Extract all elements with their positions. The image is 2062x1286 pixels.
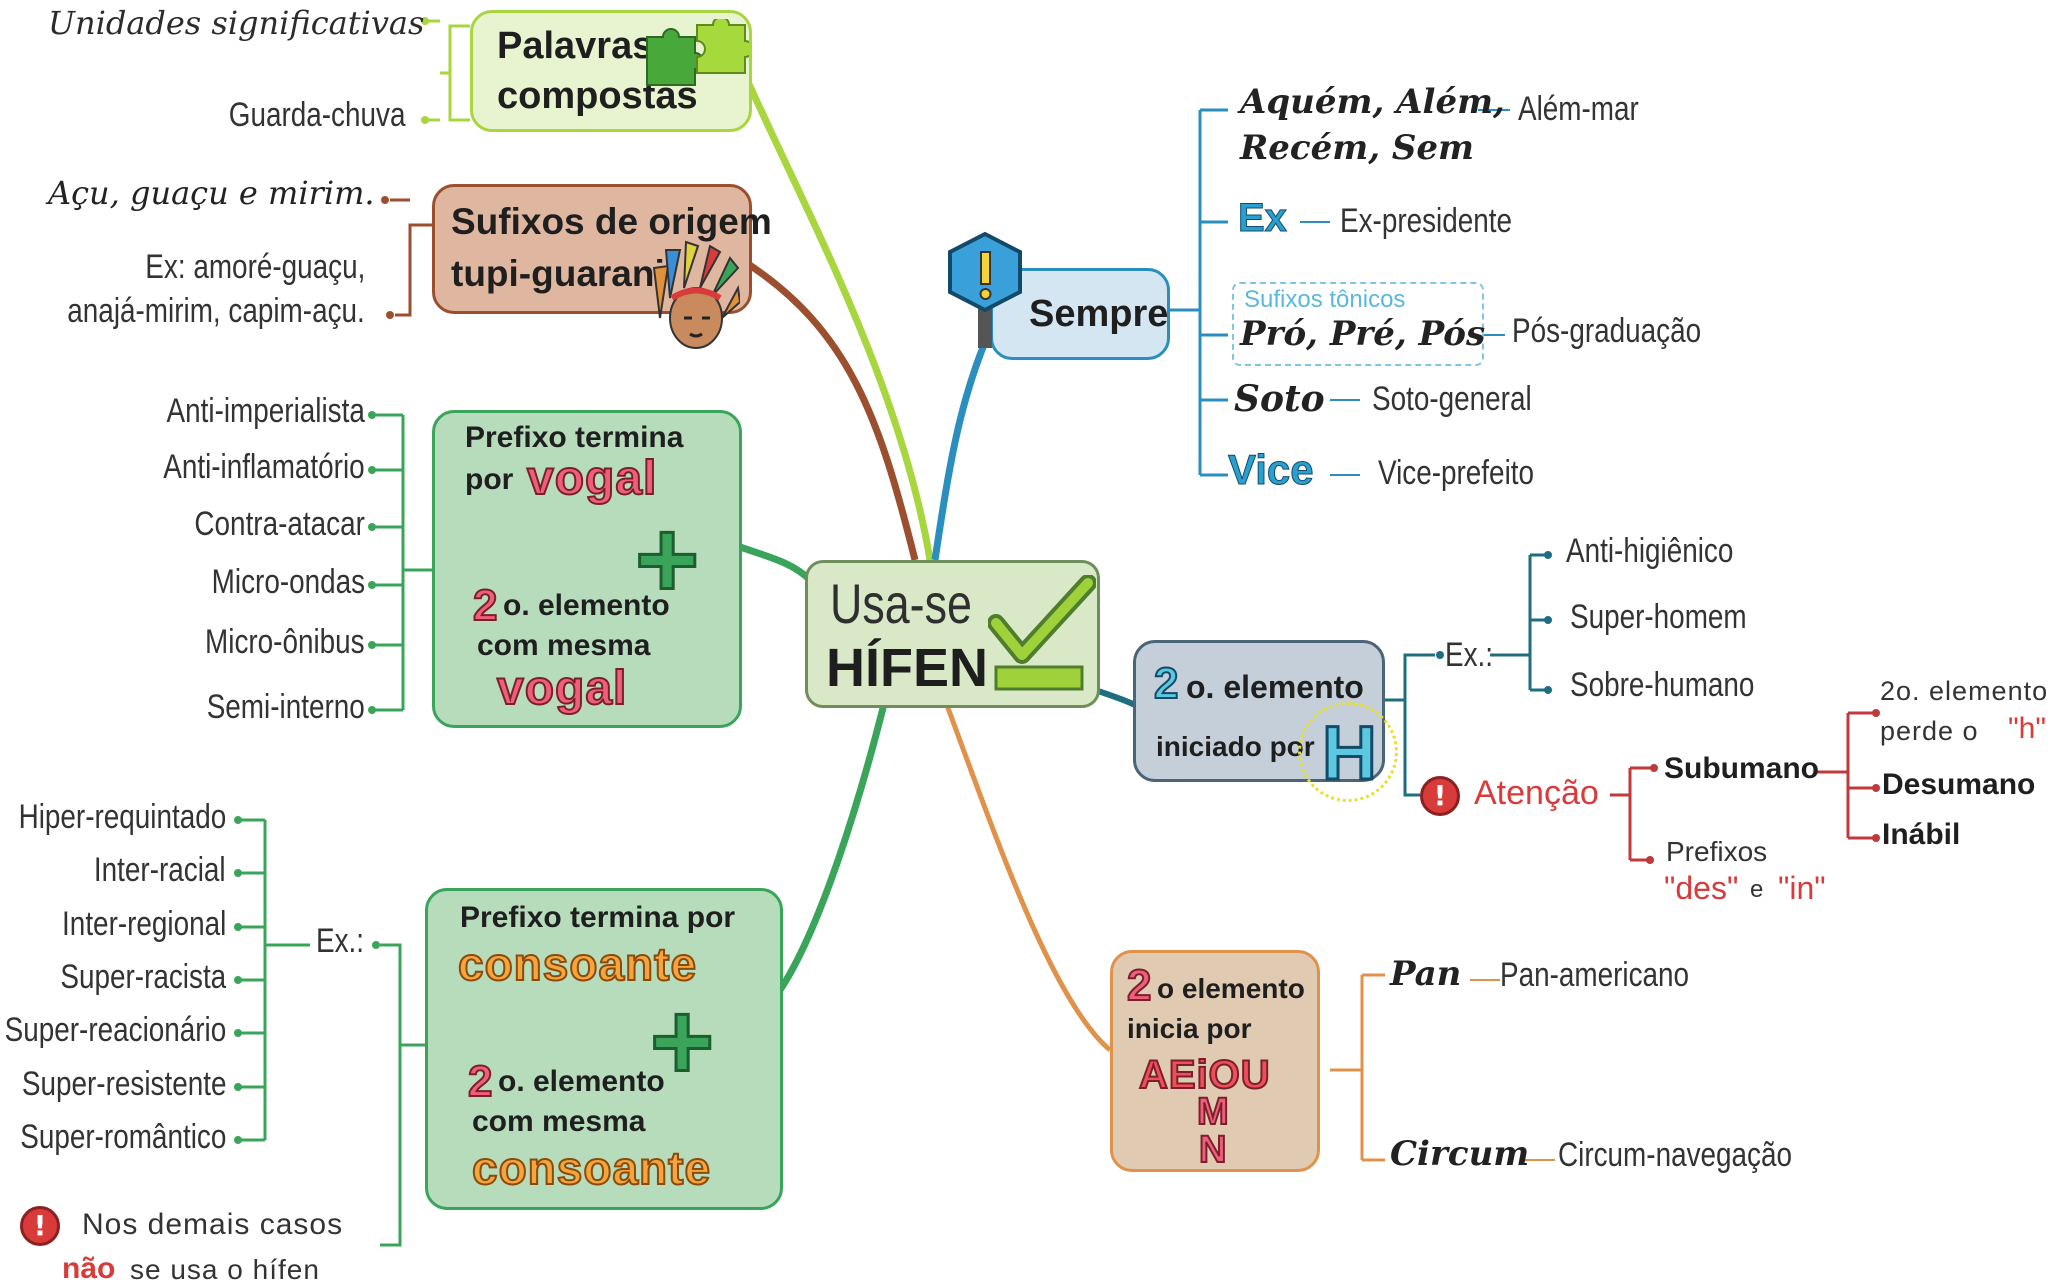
warning-icon-1: !	[20, 1206, 60, 1246]
h-att-h: "h"	[2008, 712, 2046, 745]
consoante-item-4: Super-racista	[60, 958, 226, 996]
vogal-big-2: vogal	[496, 661, 628, 716]
consoante-note-rest: se usa o hífen	[130, 1254, 320, 1285]
sempre-row4-prefix: Soto	[1234, 378, 1325, 420]
puzzle-icon	[646, 19, 749, 86]
consoante-num: 2	[467, 1056, 494, 1107]
h-num: 2	[1153, 658, 1180, 709]
sufixos-item-1: Açu, guaçu e mirim.	[48, 174, 375, 212]
h-prefix-in: "in"	[1778, 870, 1826, 906]
sufixos-title-line1: Sufixos de origem	[451, 201, 772, 242]
h-att-item-1: Subumano	[1664, 752, 1819, 785]
h-letter-icon: H	[1321, 710, 1379, 798]
sempre-row4-example: Soto-general	[1372, 380, 1532, 418]
indigenous-headdress-icon	[652, 240, 740, 349]
prefixo-vogal-node: Prefixo termina por vogal + 2 o. element…	[432, 410, 742, 728]
consoante-line3: o. elemento	[498, 1065, 665, 1098]
plus-icon-1: +	[633, 498, 700, 621]
sufixos-tonicos-box	[1232, 282, 1484, 366]
center-node: Usa-se HÍFEN	[805, 560, 1100, 708]
vogal-item-3: Contra-atacar	[194, 505, 365, 543]
sempre-row1-prefix2: Recém, Sem	[1240, 128, 1475, 168]
h-line1: o. elemento	[1186, 669, 1364, 705]
palavras-item-2: Guarda-chuva	[228, 96, 405, 134]
warning-icon-2: !	[1420, 776, 1460, 816]
aeiou-letter-n: N	[1198, 1128, 1227, 1172]
palavras-item-1: Unidades significativas	[48, 4, 425, 42]
vogal-big-1: vogal	[526, 451, 658, 506]
h-att-note-part1: 2o. elemento	[1880, 676, 2049, 706]
consoante-line4: com mesma	[472, 1105, 646, 1138]
aeiou-line1: o elemento	[1157, 973, 1305, 1004]
vogal-line4: com mesma	[477, 629, 651, 662]
vogal-line3: o. elemento	[503, 589, 670, 622]
consoante-note-strong: não	[62, 1252, 116, 1285]
checkbox-check-icon	[988, 575, 1096, 691]
h-att-item-3: Inábil	[1882, 818, 1961, 851]
aeiou-row1-example: Pan-americano	[1500, 956, 1690, 994]
palavras-title-line1: Palavras	[497, 25, 654, 67]
vogal-line2: por	[465, 463, 514, 496]
center-title-line2: HÍFEN	[826, 638, 988, 698]
sufixos-item-3: anajá-mirim, capim-açu.	[67, 292, 365, 330]
h-atencao: Atenção	[1474, 774, 1599, 812]
aeiou-letter-m: M	[1196, 1090, 1230, 1134]
h-att-item-2: Desumano	[1882, 768, 2036, 801]
consoante-ex-label: Ex.:	[316, 922, 365, 960]
h-att-note-part2: perde o	[1880, 716, 1979, 746]
sempre-row2-example: Ex-presidente	[1340, 202, 1513, 240]
h-prefix-e: e	[1750, 876, 1764, 903]
vogal-item-5: Micro-ônibus	[205, 623, 365, 661]
aeiou-row2-prefix: Circum	[1390, 1134, 1530, 1174]
consoante-item-1: Hiper-requintado	[18, 798, 226, 836]
consoante-item-5: Super-reacionário	[4, 1011, 226, 1049]
h-example-2: Super-homem	[1570, 598, 1747, 636]
center-title-line1: Usa-se	[830, 572, 972, 635]
vogal-line1: Prefixo termina	[465, 421, 684, 454]
h-example-1: Anti-higiênico	[1566, 532, 1734, 570]
prefixo-consoante-node: Prefixo termina por consoante + 2 o. ele…	[425, 888, 783, 1210]
h-line2: iniciado por	[1156, 731, 1315, 762]
aeiou-letters: AEiOU	[1138, 1052, 1271, 1098]
consoante-item-3: Inter-regional	[61, 905, 226, 943]
vogal-item-1: Anti-imperialista	[166, 392, 365, 430]
aeiou-line2: inicia por	[1127, 1013, 1252, 1044]
sempre-row3-example: Pós-graduação	[1512, 312, 1702, 350]
vogal-item-2: Anti-inflamatório	[163, 448, 365, 486]
sempre-row2-prefix: Ex	[1238, 196, 1288, 241]
aeiou-row2-example: Circum-navegação	[1558, 1136, 1792, 1174]
h-ex-label: Ex.:	[1445, 636, 1494, 674]
sempre-row5-prefix: Vice	[1228, 446, 1315, 494]
sempre-row3-box-label: Sufixos tônicos	[1244, 286, 1406, 313]
h-highlight-circle	[1298, 702, 1398, 802]
h-example-3: Sobre-humano	[1570, 666, 1755, 704]
inicia-por-vogal-node: 2 o elemento inicia por AEiOU M N	[1110, 950, 1320, 1172]
consoante-item-2: Inter-racial	[94, 851, 226, 889]
consoante-item-6: Super-resistente	[21, 1065, 226, 1103]
consoante-big-1: consoante	[457, 937, 698, 991]
sufixos-item-2: Ex: amoré-guaçu,	[144, 248, 365, 286]
palavras-compostas-node: Palavras compostas	[470, 10, 752, 132]
sempre-row1-prefix: Aquém, Além,	[1240, 82, 1505, 122]
aeiou-row1-prefix: Pan	[1390, 954, 1462, 994]
warning-sign-icon	[948, 232, 1022, 348]
aeiou-num: 2	[1126, 960, 1153, 1011]
vogal-item-4: Micro-ondas	[211, 563, 365, 601]
consoante-big-2: consoante	[471, 1141, 712, 1195]
plus-icon-2: +	[648, 980, 715, 1103]
consoante-line1: Prefixo termina por	[460, 901, 736, 934]
sempre-row1-example: Além-mar	[1518, 90, 1639, 128]
h-prefix-des: "des"	[1664, 870, 1739, 906]
vogal-item-6: Semi-interno	[206, 688, 365, 726]
sufixos-title-line2: tupi-guarani	[451, 253, 665, 294]
sempre-row5-example: Vice-prefeito	[1378, 454, 1535, 492]
sempre-row3-prefix: Pró, Pré, Pós	[1240, 314, 1486, 354]
h-prefixos-label: Prefixos	[1666, 836, 1768, 867]
consoante-note-line1: Nos demais casos	[82, 1208, 344, 1241]
vogal-num: 2	[472, 580, 499, 631]
sufixos-tupi-node: Sufixos de origem tupi-guarani	[432, 184, 772, 314]
consoante-item-7: Super-romântico	[19, 1118, 226, 1156]
sempre-title: Sempre	[1029, 293, 1169, 335]
